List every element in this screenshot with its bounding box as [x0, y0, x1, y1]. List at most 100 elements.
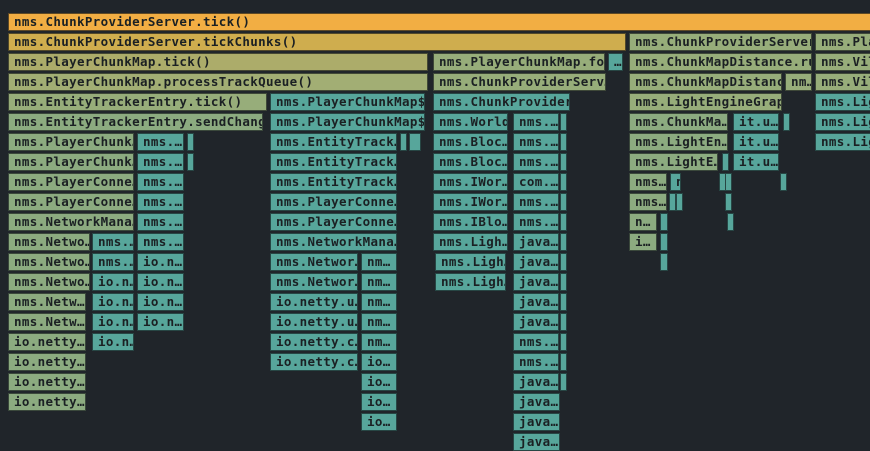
flame-frame[interactable]: nms.ChunkProviderServer.tickChunks()	[8, 33, 626, 51]
flame-frame[interactable]: java…	[513, 413, 560, 431]
flame-frame[interactable]: io…	[361, 353, 397, 371]
flame-frame[interactable]: nms.Ligh	[815, 113, 870, 131]
flame-frame[interactable]: nms.PlayerConne…	[270, 213, 397, 231]
flame-frame[interactable]: io.n…	[92, 273, 134, 291]
flame-frame[interactable]: nms.LightE…	[629, 153, 718, 171]
flame-frame[interactable]: nms…	[629, 193, 667, 211]
flame-frame[interactable]	[676, 193, 683, 211]
flame-frame[interactable]: io.n…	[137, 253, 184, 271]
flame-frame[interactable]: nms.…	[513, 213, 559, 231]
flame-frame[interactable]: nm…	[361, 253, 397, 271]
flame-frame[interactable]	[560, 273, 567, 291]
flame-frame[interactable]	[560, 353, 567, 371]
flame-frame[interactable]	[660, 253, 668, 271]
flame-frame[interactable]	[725, 173, 732, 191]
flame-frame[interactable]: nms.PlayerChunkMap.tick()	[8, 53, 428, 71]
flame-frame[interactable]: nms.Netwo…	[8, 273, 90, 291]
flame-frame[interactable]: java…	[513, 373, 559, 391]
flame-frame[interactable]: nms.…	[137, 153, 184, 171]
flame-frame[interactable]: n	[670, 173, 681, 191]
flame-frame[interactable]	[780, 173, 787, 191]
flame-frame[interactable]: nms.World…	[433, 113, 508, 131]
flame-frame[interactable]: nms.PlayerChunk…	[8, 153, 134, 171]
flame-frame[interactable]: java…	[513, 433, 560, 451]
flame-frame[interactable]: nms.ChunkProviderServ…	[433, 73, 606, 91]
flame-frame[interactable]: nms.PlayerChunkMap.fo…	[433, 53, 605, 71]
flame-frame[interactable]: nms.ChunkMapDistance.ru…	[629, 53, 812, 71]
flame-frame[interactable]: it.u…	[733, 113, 779, 131]
flame-frame[interactable]: nms.EntityTrack…	[270, 133, 397, 151]
flame-frame[interactable]: nms.…	[137, 133, 184, 151]
flame-frame[interactable]: nms.…	[137, 193, 184, 211]
flame-frame[interactable]: io.netty.u…	[270, 313, 358, 331]
flame-frame[interactable]: nms.…	[137, 173, 184, 191]
flame-frame[interactable]: nms.PlayerConne…	[270, 193, 397, 211]
flame-frame[interactable]: it.u…	[733, 153, 779, 171]
flame-frame[interactable]: io.netty.u…	[270, 293, 358, 311]
flame-frame[interactable]	[560, 113, 567, 131]
flame-frame[interactable]: java…	[513, 293, 559, 311]
flame-frame[interactable]: io…	[361, 393, 397, 411]
flame-frame[interactable]: nms.…	[513, 153, 559, 171]
flame-frame[interactable]: nms.LightEngineGrap…	[629, 93, 782, 111]
flame-frame[interactable]: java…	[513, 313, 559, 331]
flame-frame[interactable]: nms.…	[513, 193, 559, 211]
flame-frame[interactable]: io.netty…	[8, 393, 86, 411]
flame-frame[interactable]: nms.PlayerChunkMap.processTrackQueue()	[8, 73, 428, 91]
flame-frame[interactable]: nm…	[361, 313, 397, 331]
flame-frame[interactable]: nms.PlayerConne…	[8, 173, 134, 191]
flame-frame[interactable]	[725, 193, 732, 211]
flame-frame[interactable]: nms.Ligh	[815, 93, 870, 111]
flame-frame[interactable]	[400, 133, 407, 151]
flame-frame[interactable]	[560, 333, 567, 351]
flame-frame[interactable]: nms.ChunkMa…	[629, 113, 728, 131]
flame-frame[interactable]: io.n…	[137, 313, 184, 331]
flame-frame[interactable]: java…	[513, 253, 559, 271]
flame-frame[interactable]: nms.EntityTrack…	[270, 173, 397, 191]
flame-frame[interactable]: nm…	[785, 73, 812, 91]
flame-frame[interactable]: nms.IBlo…	[433, 213, 508, 231]
flame-frame[interactable]: it.u…	[733, 133, 779, 151]
flame-frame[interactable]	[560, 213, 567, 231]
flame-frame[interactable]: nms.ChunkProvider…	[433, 93, 570, 111]
flame-frame[interactable]: i…	[629, 233, 657, 251]
flame-frame[interactable]: nms.Bloc…	[433, 133, 508, 151]
flame-frame[interactable]: nms.EntityTrack…	[270, 153, 397, 171]
flame-frame[interactable]: nms.Networ…	[270, 253, 358, 271]
flame-frame[interactable]	[660, 213, 668, 231]
flame-frame[interactable]	[560, 293, 567, 311]
flame-frame[interactable]	[560, 133, 567, 151]
flame-frame[interactable]: nms.EntityTrackerEntry.tick()	[8, 93, 267, 111]
flame-frame[interactable]	[660, 233, 668, 251]
flame-frame[interactable]: nms.Ligh…	[435, 273, 506, 291]
flame-frame[interactable]	[722, 153, 729, 171]
flame-frame[interactable]: java…	[513, 273, 559, 291]
flame-frame[interactable]	[727, 213, 734, 231]
flame-frame[interactable]	[560, 233, 567, 251]
flame-frame[interactable]	[409, 133, 421, 151]
flame-frame[interactable]	[783, 113, 790, 131]
flame-frame[interactable]: io…	[361, 373, 397, 391]
flame-frame[interactable]: nms.Netwo…	[8, 233, 90, 251]
flame-frame[interactable]: nms.IWor…	[433, 173, 508, 191]
flame-frame[interactable]: nms.Vill	[815, 73, 870, 91]
flame-frame[interactable]	[187, 133, 194, 151]
flame-frame[interactable]: nms.Bloc…	[433, 153, 508, 171]
flame-frame[interactable]: io.netty.c…	[270, 333, 358, 351]
flame-frame[interactable]: java…	[513, 233, 559, 251]
flame-frame[interactable]: io.n…	[137, 293, 184, 311]
flame-frame[interactable]: io.netty…	[8, 373, 86, 391]
flame-frame[interactable]: java…	[513, 393, 560, 411]
flame-frame[interactable]: nms…	[629, 173, 667, 191]
flame-frame[interactable]: n…	[629, 213, 657, 231]
flame-frame[interactable]: nms.Netwo…	[8, 253, 90, 271]
flame-frame[interactable]: nm…	[361, 273, 397, 291]
flame-frame[interactable]: nms.PlayerChunkMap$…	[270, 93, 425, 111]
flame-frame[interactable]: nms.Netw…	[8, 293, 86, 311]
flame-frame[interactable]: io.n…	[92, 313, 134, 331]
flame-frame[interactable]: nms.IWor…	[433, 193, 508, 211]
flame-frame[interactable]: nms.PlayerChunk…	[8, 133, 134, 151]
flame-frame[interactable]: nms.…	[137, 213, 184, 231]
flame-frame[interactable]	[187, 153, 194, 171]
flame-frame[interactable]: nms.…	[513, 113, 559, 131]
